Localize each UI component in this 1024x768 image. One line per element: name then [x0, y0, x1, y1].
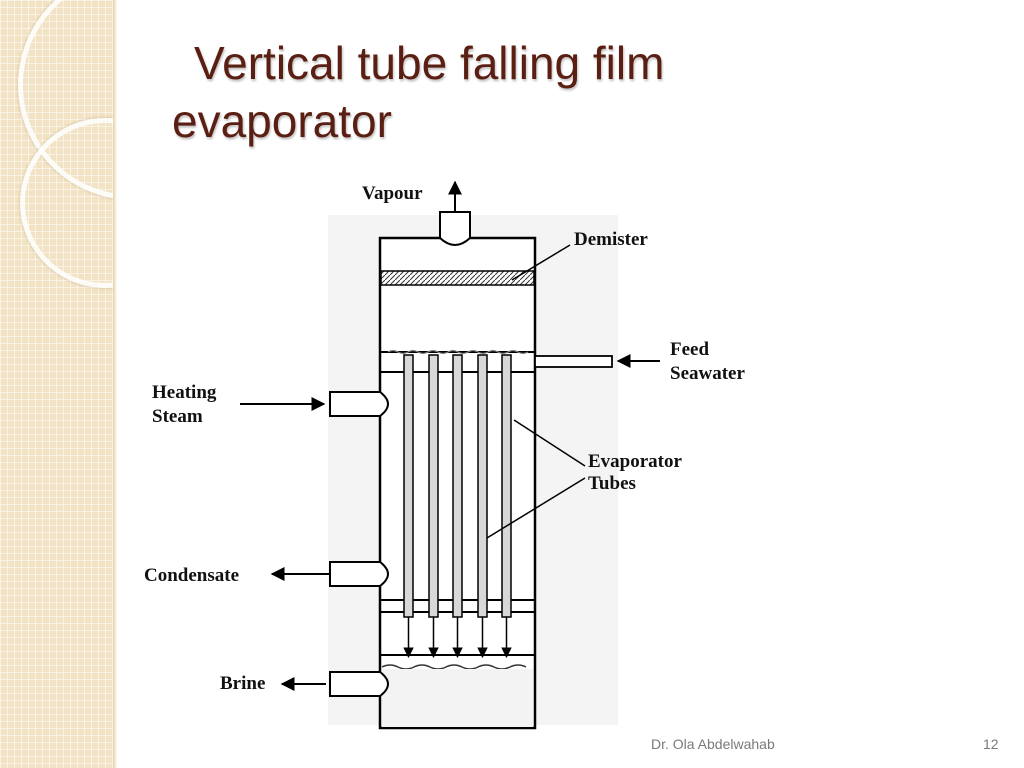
brine-pool [382, 669, 533, 727]
brine-nozzle [329, 671, 380, 697]
sidebar-decoration [0, 0, 113, 768]
evaporator-tubes-leader [513, 419, 586, 467]
demister-leader [511, 244, 571, 281]
footer-author: Dr. Ola Abdelwahab [651, 736, 775, 752]
sidebar-edge [113, 0, 117, 768]
label-vapour: Vapour [362, 183, 423, 204]
evaporator-tube [403, 354, 414, 618]
label-seawater: Seawater [670, 363, 745, 384]
evaporator-diagram: Vapour Demister Feed Seawater Heating St… [144, 180, 745, 730]
evaporator-tubes-leader [486, 477, 586, 539]
slide-title: Vertical tube falling film evaporator [172, 34, 852, 150]
label-feed: Feed [670, 339, 709, 360]
brine-nozzle-end [379, 671, 389, 697]
label-heating: Heating [152, 382, 217, 403]
page-number: 12 [983, 736, 999, 752]
liquid-distribution [387, 349, 529, 355]
evaporator-tube [501, 354, 512, 618]
label-brine: Brine [220, 673, 265, 694]
label-steam: Steam [152, 406, 203, 427]
vapour-nozzle-bottom [439, 237, 471, 246]
label-evaporator: Evaporator [588, 451, 683, 472]
vapour-nozzle [439, 211, 471, 238]
steam-nozzle-end [379, 391, 389, 417]
condensate-nozzle [329, 561, 380, 587]
label-condensate: Condensate [144, 565, 239, 586]
evaporator-tube [452, 354, 463, 618]
evaporator-tubes [403, 354, 512, 659]
condensate-nozzle-end [379, 561, 389, 587]
label-demister: Demister [574, 229, 648, 250]
feed-inlet-pipe [534, 355, 613, 368]
demister-mesh [380, 270, 535, 286]
title-line-2: evaporator [172, 95, 392, 147]
evaporator-tube [477, 354, 488, 618]
evaporator-tube [428, 354, 439, 618]
steam-nozzle [329, 391, 380, 417]
label-tubes: Tubes [588, 473, 636, 494]
title-line-1: Vertical tube falling film [194, 37, 665, 89]
